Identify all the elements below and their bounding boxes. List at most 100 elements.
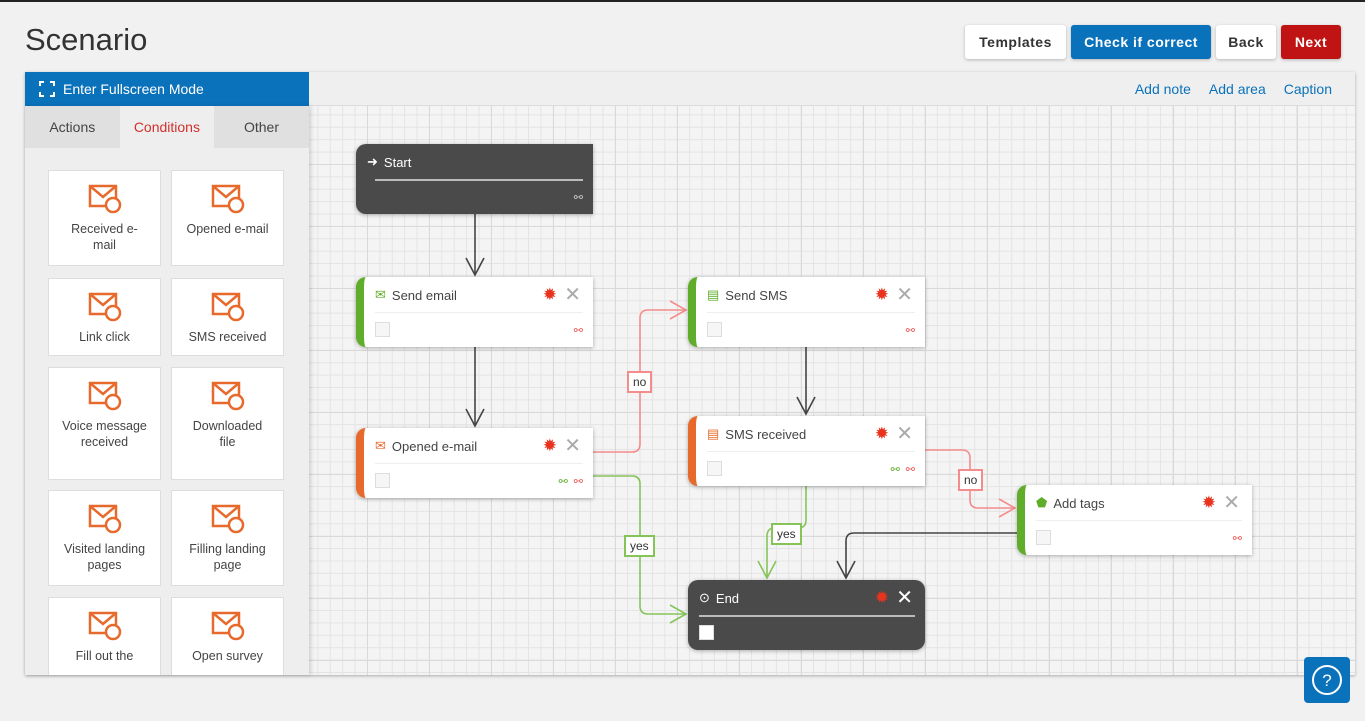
add-area-link[interactable]: Add area <box>1208 80 1266 97</box>
node-checkbox[interactable] <box>707 322 722 337</box>
node-title: Send SMS <box>725 287 788 303</box>
add-note-link[interactable]: Add note <box>1134 80 1191 97</box>
gear-icon[interactable]: ✹ <box>874 285 889 304</box>
link-icon[interactable]: ⚯ <box>573 192 583 204</box>
node-title: Opened e-mail <box>391 438 478 454</box>
node-opened-email[interactable]: ✉ Opened e-mail ✹ ✕ ⚯ ⚯ <box>356 428 593 498</box>
sms-received-icon: ▤ <box>707 426 720 441</box>
send-email-icon: ✉ <box>375 287 386 302</box>
tag-icon: ⬟ <box>1036 495 1048 510</box>
fullscreen-icon <box>39 81 55 97</box>
landing-visit-icon <box>88 504 121 534</box>
node-sms-received[interactable]: ▤ SMS received ✹ ✕ ⚯ ⚯ <box>688 416 925 486</box>
link-icon[interactable]: ⚯ <box>1232 533 1242 545</box>
tile-landing-visit[interactable]: Visited landing pages <box>48 490 161 586</box>
next-button[interactable]: Next <box>1281 25 1341 59</box>
sms-check-icon <box>211 292 244 322</box>
edge-addtags-end[interactable] <box>845 532 1017 578</box>
node-title: SMS received <box>725 426 807 442</box>
survey-icon <box>211 611 244 641</box>
gear-icon[interactable]: ✹ <box>542 436 557 455</box>
opened-email-icon: ✉ <box>375 438 386 453</box>
close-icon[interactable]: ✕ <box>896 587 913 609</box>
tile-form-fill[interactable]: Fill out the <box>48 597 161 675</box>
tile-download[interactable]: Downloaded file <box>171 367 284 480</box>
page-title: Scenario <box>25 22 148 57</box>
element-sidebar: Actions Conditions Other Received e-mail… <box>25 106 309 675</box>
link-no-icon[interactable]: ⚯ <box>905 464 915 476</box>
link-icon[interactable]: ⚯ <box>573 325 583 337</box>
close-icon[interactable]: ✕ <box>896 284 913 306</box>
download-icon <box>211 381 244 411</box>
tile-label: Filling landing page <box>189 542 266 572</box>
question-icon: ? <box>1312 665 1342 695</box>
tab-conditions[interactable]: Conditions <box>119 106 215 148</box>
edge-label-no: no <box>958 469 984 491</box>
tile-label: Open survey <box>192 649 263 663</box>
close-icon[interactable]: ✕ <box>564 284 581 306</box>
gear-icon[interactable]: ✹ <box>874 424 889 443</box>
gear-icon[interactable]: ✹ <box>1201 493 1216 512</box>
tile-email-eye[interactable]: Opened e-mail <box>171 170 284 266</box>
canvas-toolbar: Add note Add area Caption <box>309 72 1355 106</box>
link-click-icon <box>88 292 121 322</box>
tile-label: Opened e-mail <box>186 222 269 236</box>
form-fill-icon <box>88 611 121 641</box>
gear-icon[interactable]: ✹ <box>542 285 557 304</box>
caption-link[interactable]: Caption <box>1283 80 1332 97</box>
edge-label-yes: yes <box>624 535 655 557</box>
close-icon[interactable]: ✕ <box>1223 492 1240 514</box>
tile-sms-check[interactable]: SMS received <box>171 278 284 356</box>
node-title: Add tags <box>1053 495 1105 511</box>
tile-link-click[interactable]: Link click <box>48 278 161 356</box>
tile-label: Visited landing pages <box>63 542 146 572</box>
fullscreen-label: Enter Fullscreen Mode <box>63 81 204 97</box>
svg-text:?: ? <box>1322 671 1331 690</box>
tile-landing-fill[interactable]: Filling landing page <box>171 490 284 586</box>
link-yes-icon[interactable]: ⚯ <box>558 476 568 488</box>
node-checkbox[interactable] <box>1036 530 1051 545</box>
node-end[interactable]: ⊙ End ✹ ✕ <box>688 580 925 650</box>
landing-fill-icon <box>211 504 244 534</box>
tile-survey[interactable]: Open survey <box>171 597 284 675</box>
email-check-icon <box>88 184 121 214</box>
music-check-icon <box>88 381 121 411</box>
link-no-icon[interactable]: ⚯ <box>573 476 583 488</box>
end-circle-icon: ⊙ <box>699 590 710 605</box>
tile-label: Fill out the <box>75 649 134 663</box>
node-checkbox[interactable] <box>375 322 390 337</box>
link-yes-icon[interactable]: ⚯ <box>890 464 900 476</box>
node-send-email[interactable]: ✉ Send email ✹ ✕ ⚯ <box>356 277 593 347</box>
back-button[interactable]: Back <box>1216 25 1276 59</box>
tile-label: Link click <box>79 330 130 344</box>
tab-other[interactable]: Other <box>243 119 279 135</box>
close-icon[interactable]: ✕ <box>564 435 581 457</box>
fullscreen-button[interactable]: Enter Fullscreen Mode <box>25 72 309 106</box>
edge-label-yes: yes <box>771 523 802 545</box>
node-send-sms[interactable]: ▤ Send SMS ✹ ✕ ⚯ <box>688 277 925 347</box>
sidebar-tabs: Actions Conditions Other <box>25 106 309 148</box>
check-if-correct-button[interactable]: Check if correct <box>1071 25 1211 59</box>
link-icon[interactable]: ⚯ <box>905 325 915 337</box>
node-title: End <box>715 590 740 606</box>
tile-label: Downloaded file <box>192 419 263 449</box>
window-border <box>0 0 1365 2</box>
tile-label: Voice message received <box>62 419 147 449</box>
sms-icon: ▤ <box>707 287 720 302</box>
node-start[interactable]: ➜Start ⚯ <box>356 144 593 214</box>
node-add-tags[interactable]: ⬟ Add tags ✹ ✕ ⚯ <box>1017 485 1252 555</box>
tile-music-check[interactable]: Voice message received <box>48 367 161 480</box>
gear-icon[interactable]: ✹ <box>874 588 889 607</box>
help-button[interactable]: ? <box>1304 657 1350 703</box>
tile-email-check[interactable]: Received e-mail <box>48 170 161 266</box>
node-checkbox[interactable] <box>699 625 714 640</box>
templates-button[interactable]: Templates <box>965 25 1066 59</box>
node-checkbox[interactable] <box>375 473 390 488</box>
node-title: Send email <box>391 287 457 303</box>
tab-actions[interactable]: Actions <box>49 119 96 135</box>
node-title: Start <box>383 154 412 170</box>
close-icon[interactable]: ✕ <box>896 423 913 445</box>
node-checkbox[interactable] <box>707 461 722 476</box>
tile-label: Received e-mail <box>71 222 138 252</box>
edge-label-no: no <box>627 371 653 393</box>
